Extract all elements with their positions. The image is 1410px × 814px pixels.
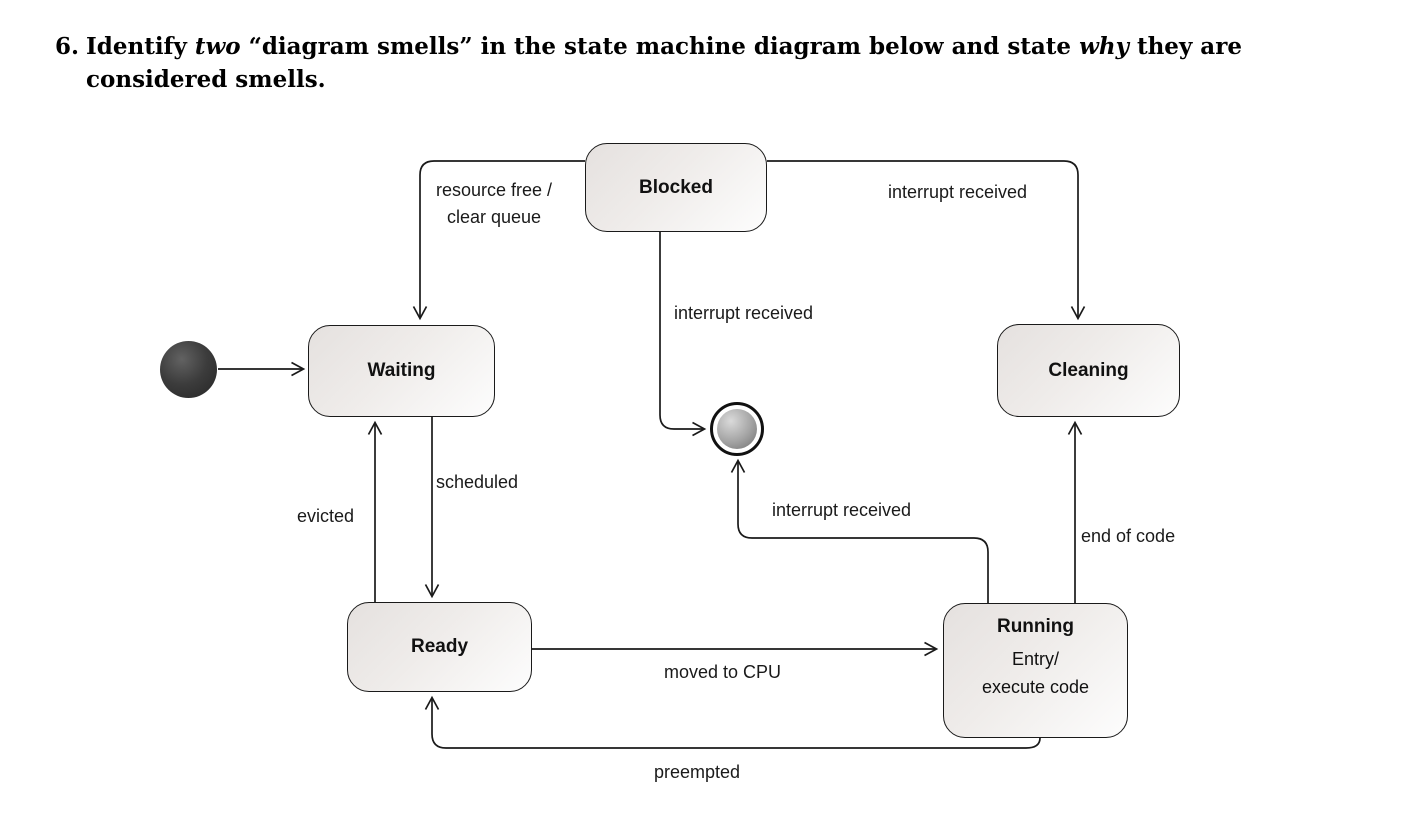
state-ready-label: Ready [410, 636, 469, 657]
state-ready: Ready [347, 602, 532, 692]
state-cleaning: Cleaning [997, 324, 1180, 417]
state-waiting-label: Waiting [367, 360, 436, 381]
state-blocked: Blocked [585, 143, 767, 232]
initial-state-icon [160, 341, 217, 398]
label-end-of-code: end of code [1081, 526, 1176, 546]
label-interrupt-received-top: interrupt received [888, 182, 1028, 202]
question-line2: considered smells. [86, 66, 326, 93]
question-number: 6. [55, 33, 80, 60]
state-blocked-label: Blocked [639, 176, 713, 198]
final-state-icon [710, 402, 764, 456]
label-interrupt-received-middle: interrupt received [674, 303, 814, 323]
label-moved-to-cpu: moved to CPU [664, 662, 782, 682]
transition-blocked-to-cleaning [767, 160, 1086, 321]
transition-blocked-to-final [659, 232, 707, 437]
state-waiting: Waiting [308, 325, 495, 417]
question-line1: Identify two “diagram smells” in the sta… [86, 33, 1242, 60]
final-state-core [717, 409, 757, 449]
label-scheduled: scheduled [436, 472, 519, 492]
state-running-entry: Entry/ execute code [981, 649, 1090, 697]
label-preempted: preempted [654, 762, 741, 782]
transition-running-to-final [730, 458, 989, 603]
label-interrupt-received-lower: interrupt received [772, 500, 912, 520]
label-resource-free-clear-queue: resource free /clear queue [435, 180, 553, 227]
state-running-label: Running [996, 616, 1075, 637]
label-evicted: evicted [297, 506, 355, 526]
transition-running-to-ready [424, 695, 1041, 749]
state-running: Running Entry/ execute code [943, 603, 1128, 738]
state-cleaning-label: Cleaning [1048, 359, 1129, 381]
transition-blocked-to-waiting [412, 160, 585, 321]
